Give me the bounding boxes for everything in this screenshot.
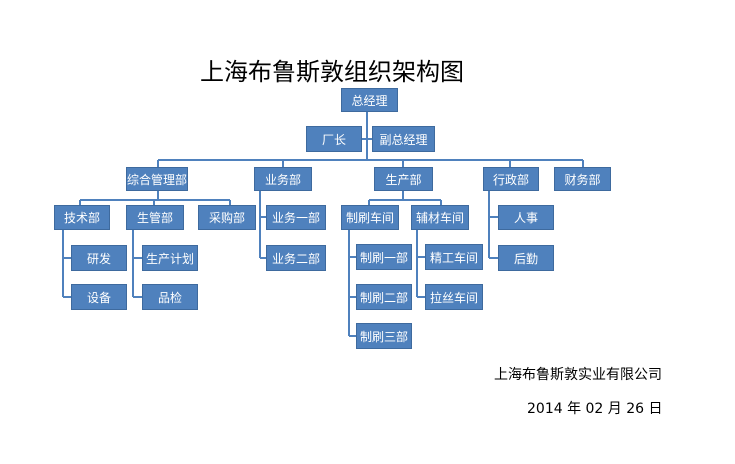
node-auxiliary-workshop: 辅材车间 [411, 205, 469, 230]
node-finance-dept: 财务部 [554, 167, 611, 191]
node-tech-dept: 技术部 [54, 205, 110, 230]
node-logistics: 后勤 [498, 245, 554, 271]
node-human-resources: 人事 [498, 205, 554, 230]
node-production-plan: 生产计划 [142, 245, 198, 271]
node-admin-management-dept: 综合管理部 [126, 167, 188, 191]
node-factory-head: 厂长 [306, 126, 362, 152]
document-date: 2014 年 02 月 26 日 [527, 401, 663, 417]
node-print-unit-1: 制刷一部 [356, 244, 412, 270]
node-print-workshop: 制刷车间 [341, 205, 399, 230]
node-quality-check: 品检 [142, 284, 198, 310]
node-purchasing-dept: 采购部 [198, 205, 256, 230]
chart-title: 上海布鲁斯敦组织架构图 [200, 58, 464, 86]
node-deputy-gm: 副总经理 [372, 126, 435, 152]
node-general-manager: 总经理 [341, 88, 398, 112]
node-business-dept: 业务部 [254, 167, 312, 191]
node-business-unit-1: 业务一部 [266, 205, 326, 230]
node-equipment: 设备 [71, 284, 127, 310]
node-production-dept: 生产部 [374, 167, 433, 191]
node-administration-dept: 行政部 [483, 167, 539, 191]
company-name: 上海布鲁斯敦实业有限公司 [494, 367, 662, 383]
node-fine-workshop: 精工车间 [425, 244, 483, 270]
node-print-unit-3: 制刷三部 [356, 323, 412, 349]
node-business-unit-2: 业务二部 [266, 245, 326, 271]
node-prod-management-dept: 生管部 [126, 205, 184, 230]
node-rnd: 研发 [71, 245, 127, 271]
node-wire-drawing-workshop: 拉丝车间 [425, 284, 483, 310]
node-print-unit-2: 制刷二部 [356, 284, 412, 310]
